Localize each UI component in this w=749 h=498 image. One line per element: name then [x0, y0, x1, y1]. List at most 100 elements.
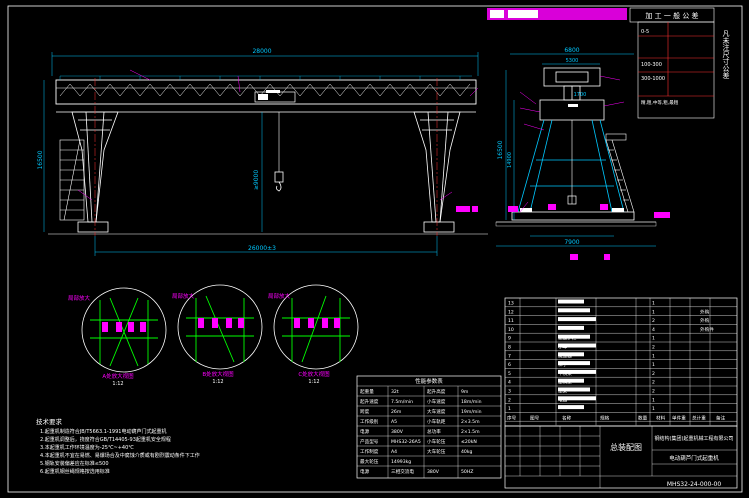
bom-row-note: 外购件: [700, 326, 714, 333]
tolerance-row-1: 0-5: [641, 29, 649, 35]
bom-row-weight: 2: [652, 389, 655, 395]
detail-a-scale: 1:12: [112, 381, 123, 387]
param-cell: 380V: [391, 429, 404, 435]
bom-row-number: 13: [508, 301, 514, 307]
bom-row-number: 3: [508, 389, 511, 395]
detail-c-scale: 1:12: [308, 379, 319, 385]
param-cell: 18m/min: [461, 399, 482, 405]
bom-row-number: 5: [508, 371, 511, 377]
bom-name-bar: [558, 317, 596, 322]
tolerance-row-2: 100-300: [641, 62, 662, 68]
bottom-span-dimension: 26000±3: [248, 245, 276, 252]
technical-notes: 技术要求 1.起重机制造符合JB/T5663.1-1991电动葫芦门式起重机 2…: [36, 417, 200, 475]
param-cell: A4: [391, 449, 397, 455]
param-cell: 三相交流电: [391, 468, 414, 475]
detail-a: 局部放大 A处放大视图 1:12: [68, 287, 167, 387]
param-cell: 大车速度: [427, 408, 446, 415]
bom-row-number: 8: [508, 345, 511, 351]
param-cell: 小车轨距: [427, 418, 446, 425]
bom-name-bar: [558, 361, 590, 366]
tolerance-rows: 0-5 100-300 300-1000 精,粗,中等,粗,最粗: [638, 22, 714, 106]
params-title: 性能参数表: [415, 377, 443, 385]
bom-name-bar: [558, 352, 584, 357]
note-3: 3.本起重机工作环境温度为-25℃~+40℃: [40, 444, 134, 451]
bom-row-weight: 2: [652, 345, 655, 351]
bom-row-note: 外购: [700, 317, 710, 324]
bom-row-number: 4: [508, 380, 511, 386]
param-cell: 产品型号: [360, 438, 379, 445]
detail-b-caption: B处放大视图: [202, 370, 234, 378]
bom-row-name: 减速器: [558, 352, 572, 359]
left-height-dimension: 16500: [37, 150, 44, 169]
note-6: 6.起重机钢丝绳规格按选用标准: [40, 468, 110, 475]
detail-b-callout: 局部放大: [172, 292, 195, 300]
bom-row-number: 1: [508, 406, 511, 412]
bom-row-name: 梯子: [558, 361, 568, 368]
bom-row-number: 12: [508, 309, 514, 315]
bom-row-weight: 2: [652, 380, 655, 386]
bom-name-bar: [558, 325, 584, 330]
drawing-title: 总装配图: [610, 442, 642, 452]
param-cell: 50HZ: [461, 469, 473, 475]
param-cell: 起升速度: [360, 398, 379, 405]
side-inner-dimension: 5300: [566, 58, 579, 64]
param-cell: ≤20kN: [461, 439, 477, 445]
param-cell: 跨度: [360, 408, 370, 415]
bom-header-cell: 规格: [600, 414, 610, 421]
bom-header-cell: 图号: [530, 415, 540, 421]
bom-row-name: 支腿护栏: [558, 335, 577, 342]
side-height-dimension-2: 14900: [507, 152, 513, 168]
param-cell: 工作制度: [360, 448, 379, 455]
bom-header-cell: 总计重: [692, 414, 706, 421]
param-cell: 电源: [360, 468, 370, 475]
bom-row-weight: 4: [652, 327, 655, 333]
bom-row-number: 10: [508, 327, 514, 333]
param-cell: MHS32-26A5: [391, 439, 421, 445]
hook-height-dimension: ≥9000: [253, 170, 260, 190]
bom-name-bar: [558, 378, 584, 383]
bom-header-cell: 备注: [716, 414, 726, 421]
param-cell: 9m: [461, 389, 469, 395]
tolerance-row-3: 300-1000: [641, 76, 665, 82]
detail-a-callout: 局部放大: [68, 294, 91, 302]
bom-row-name: 电器: [558, 396, 568, 403]
note-5: 5.钢轨安装偏差应在标准≤500: [40, 460, 109, 467]
side-bottom-dimension: 7900: [564, 239, 579, 246]
param-cell: 40kg: [461, 449, 473, 455]
bom-name-bar: [558, 405, 584, 410]
bom-header-cell: 名称: [562, 414, 572, 421]
bom-header-cell: 序号: [507, 414, 517, 421]
param-cell: 电源: [360, 428, 370, 435]
bom-row-note: 外购: [700, 308, 710, 315]
bom-row-weight: 1: [652, 301, 655, 307]
note-1: 1.起重机制造符合JB/T5663.1-1991电动葫芦门式起重机: [40, 428, 166, 435]
bom-row-number: 9: [508, 336, 511, 342]
bom-name-bar: [558, 308, 590, 313]
tolerance-stamp: 加 工 一 般 公 差 0-5 100-300 300-1000 精,粗,中等,…: [487, 7, 730, 119]
tolerance-stamp-title: 加 工 一 般 公 差: [645, 11, 698, 20]
bom-row-name: 小车: [558, 344, 568, 351]
company-name: 钢结构(集团)起重机械工程有限公司: [655, 435, 734, 442]
bom-row-name: 主梁: [558, 388, 568, 395]
param-cell: 19m/min: [461, 409, 482, 415]
bom-row-name: 上横梁: [558, 379, 572, 386]
param-cell: 32t: [391, 389, 399, 395]
bom-row-weight: 1: [652, 362, 655, 368]
note-4: 4.本起重机不宜在易燃、易爆场合及中腐蚀介质或有剧烈震动条件下工作: [40, 452, 200, 459]
drawing-code: MHS32-24-000-00: [667, 481, 722, 488]
drawing-frame: [7, 5, 743, 493]
bom-name-bar: [558, 387, 590, 392]
detail-c-callout: 局部放大: [268, 292, 291, 300]
detail-b-scale: 1:12: [212, 379, 223, 385]
bom-row-weight: 1: [652, 406, 655, 412]
side-elevation-view: 6800 5300 1700: [495, 47, 670, 260]
param-cell: 2×3.5m: [461, 419, 480, 425]
param-cell: 小车轮压: [427, 438, 446, 445]
bom-name-bar: [558, 334, 590, 339]
bom-header-cell: 数量: [638, 414, 648, 421]
bom-row-number: 7: [508, 353, 511, 359]
